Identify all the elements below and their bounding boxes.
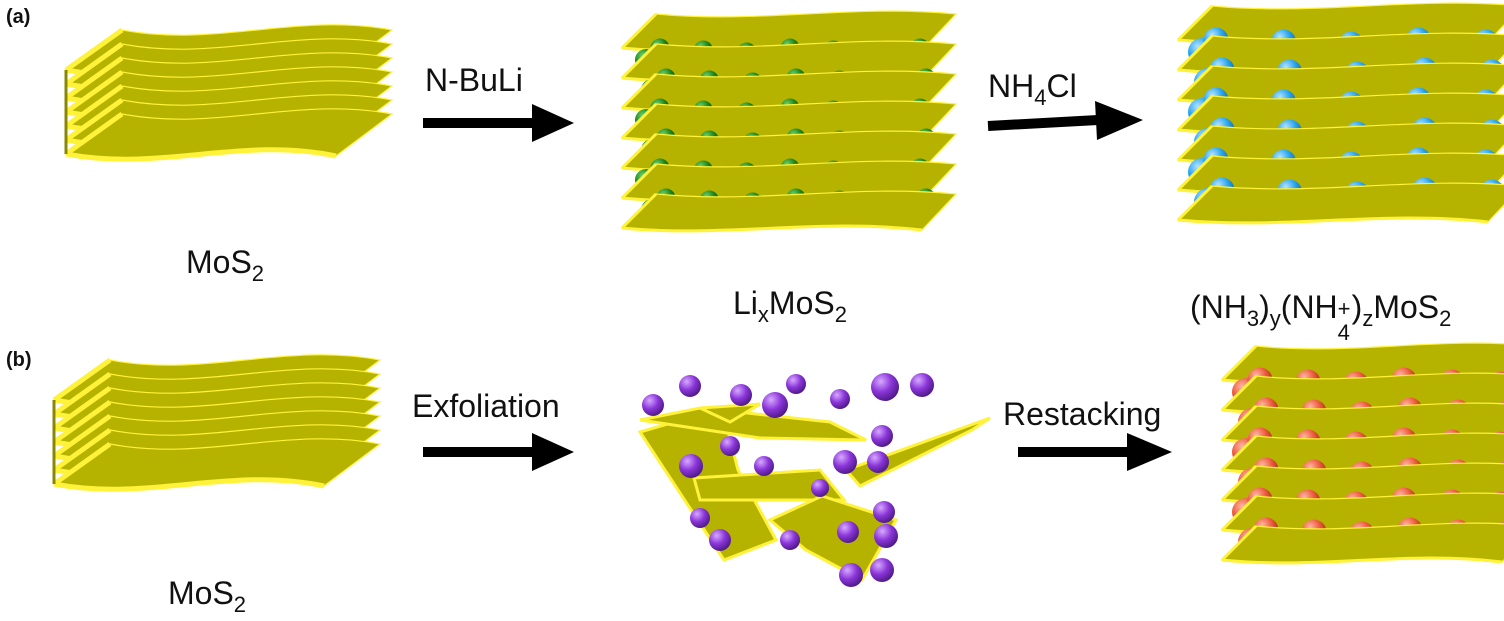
exfoliated-sheet (699, 402, 761, 424)
label-mos2-b: MoS2 (168, 575, 247, 617)
exfoliated-ion-sphere (709, 529, 731, 551)
mos2-layer-stack-a (64, 24, 394, 162)
exfoliated-ion-sphere (837, 521, 859, 543)
label-nh4cl: NH4Cl (988, 68, 1077, 110)
exfoliated-sheets (637, 373, 991, 587)
label-exfoliation: Exfoliation (412, 388, 560, 424)
exfoliated-ion-sphere (762, 392, 788, 418)
intercalated-sheet (1176, 182, 1504, 224)
label-nbuli: N-BuLi (425, 62, 523, 98)
exfoliated-ion-sphere (679, 375, 701, 397)
arrow-exfoliation (423, 433, 574, 471)
exfoliated-sheet (843, 416, 991, 488)
exfoliated-ion-sphere (690, 508, 710, 528)
exfoliated-ion-sphere (839, 563, 863, 587)
exfoliated-sheet (767, 494, 899, 583)
arrow-restacking (1018, 433, 1172, 471)
exfoliated-ion-sphere (754, 456, 774, 476)
panel-label-a: (a) (6, 6, 31, 28)
exfoliated-ion-sphere (871, 425, 893, 447)
exfoliated-ion-sphere (720, 436, 740, 456)
panel-label-b: (b) (6, 349, 32, 371)
lixmos2-intercalated-stack (620, 10, 958, 233)
exfoliated-ion-sphere (730, 384, 752, 406)
exfoliated-sheet (692, 468, 848, 502)
exfoliated-ion-sphere (871, 373, 899, 401)
exfoliated-ion-sphere (867, 451, 889, 473)
label-ammonium-mos2: (NH3)y(NH+4)zMoS2 (1190, 289, 1452, 345)
arrow-nh4cl (987, 101, 1143, 140)
label-restacking: Restacking (1003, 396, 1162, 432)
exfoliated-ion-sphere (642, 394, 664, 416)
exfoliated-ion-sphere (780, 530, 800, 550)
exfoliated-ion-sphere (679, 454, 703, 478)
label-lixmos2: LixMoS2 (733, 285, 847, 327)
intercalated-sheet (620, 190, 958, 232)
exfoliated-ion-sphere (910, 373, 934, 397)
arrow-nbuli (423, 104, 574, 142)
exfoliated-ion-sphere (786, 374, 806, 394)
exfoliated-ion-sphere (873, 501, 895, 523)
intercalated-sheet (1220, 522, 1504, 564)
exfoliated-ion-sphere (833, 450, 857, 474)
exfoliated-ion-sphere (874, 524, 898, 548)
exfoliated-sheet (639, 406, 867, 442)
mos2-layer-stack-b (52, 354, 382, 492)
ammonium-intercalated-stack (1176, 2, 1504, 225)
exfoliated-ion-sphere (811, 479, 829, 497)
restacked-stack (1220, 342, 1504, 565)
exfoliated-ion-sphere (830, 389, 850, 409)
exfoliated-ion-sphere (870, 558, 894, 582)
label-mos2-a: MoS2 (186, 244, 265, 286)
